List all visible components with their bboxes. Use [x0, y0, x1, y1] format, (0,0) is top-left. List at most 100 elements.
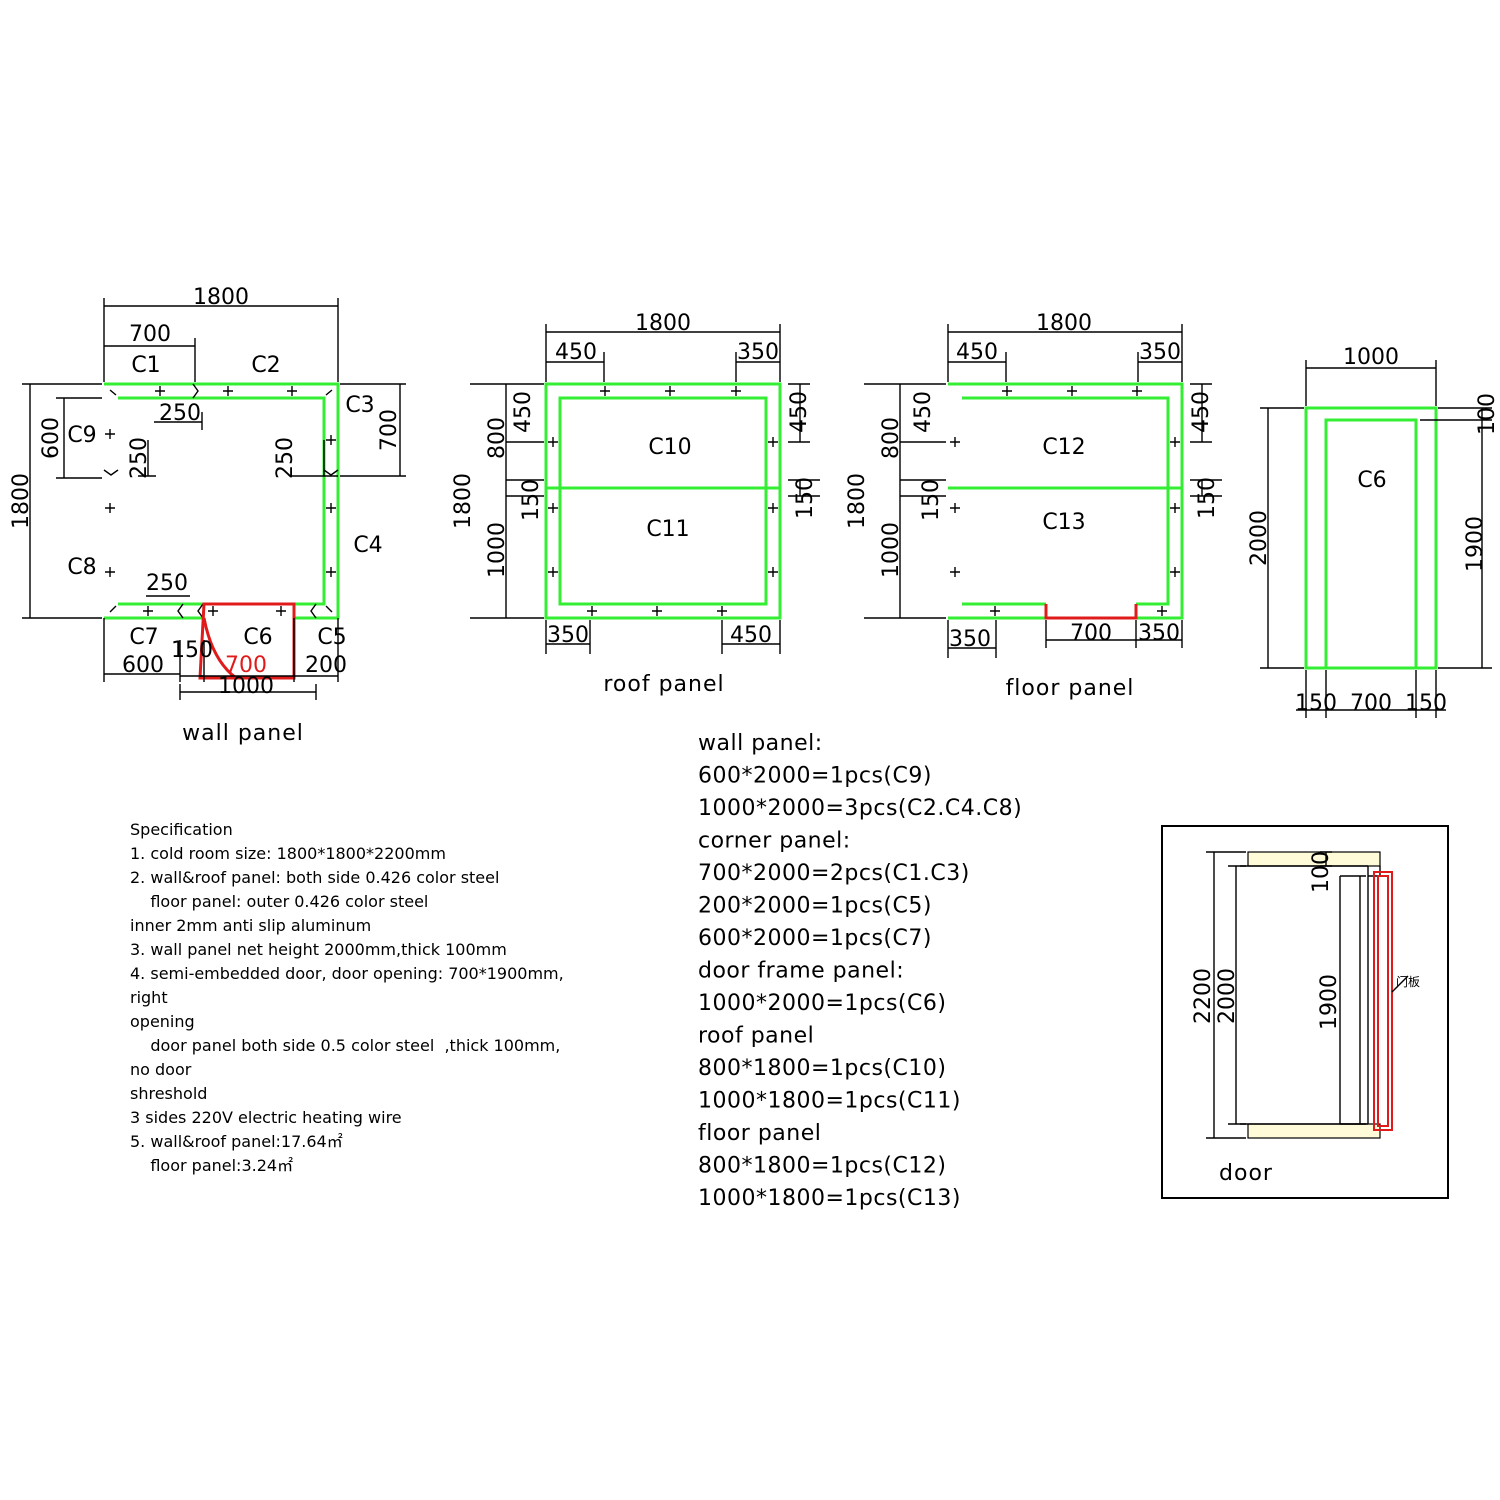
- floor-fasteners: [950, 386, 1180, 616]
- dim-roof-left-150: 150: [519, 479, 544, 521]
- dim-wall-door: 700: [225, 653, 267, 678]
- dim-floor-left-total: 1800: [845, 473, 870, 529]
- floor-door-threshold: [1044, 604, 1138, 620]
- panel-list-line: 1000*2000=3pcs(C2.C4.C8): [698, 796, 1022, 821]
- dim-roof-top-left: 450: [555, 340, 597, 365]
- specification-line: 1. cold room size: 1800*1800*2200mm: [130, 844, 446, 863]
- door-leaf-annotation: 门板: [1396, 974, 1420, 989]
- panel-label-c13: C13: [1042, 510, 1085, 535]
- dim-door-frame-left: 2000: [1247, 510, 1272, 566]
- dim-wall-inner-top: 250: [159, 401, 201, 426]
- dim-door-h-open: 1900: [1317, 974, 1342, 1030]
- panel-list-line: 600*2000=1pcs(C7): [698, 926, 932, 951]
- floor-dimension-lines: [864, 324, 1222, 658]
- door-section-detail: 2200 2000 1900 100 门板 door: [1161, 825, 1449, 1199]
- dim-wall-bottom-150: 150: [171, 638, 213, 663]
- dim-roof-right-150: 150: [793, 477, 818, 519]
- panel-list-line: corner panel:: [698, 829, 851, 854]
- dim-door-h-frame: 2000: [1215, 968, 1240, 1024]
- caption-wall-panel: wall panel: [182, 721, 304, 746]
- dim-roof-left-800: 800: [485, 417, 510, 459]
- door-leaf: [1373, 871, 1393, 1131]
- floor-outline: [948, 382, 1184, 620]
- dim-door-frame-right: 1900: [1463, 516, 1488, 572]
- dim-roof-bottom-right: 450: [730, 623, 772, 648]
- dim-roof-top-right: 350: [737, 340, 779, 365]
- dim-roof-top-total: 1800: [635, 311, 691, 336]
- panel-label-c9: C9: [67, 423, 96, 448]
- dim-floor-top-total: 1800: [1036, 311, 1092, 336]
- dim-door-top: 100: [1309, 851, 1334, 893]
- dim-floor-left-800: 800: [879, 417, 904, 459]
- panel-label-c7: C7: [129, 625, 158, 650]
- panel-label-c10: C10: [648, 435, 691, 460]
- dim-door-frame-right-top: 100: [1475, 393, 1500, 435]
- panel-list-line: 800*1800=1pcs(C10): [698, 1056, 946, 1081]
- dim-floor-right-150: 150: [1195, 477, 1220, 519]
- specification-line: no door: [130, 1060, 192, 1079]
- dim-roof-left-total: 1800: [451, 473, 476, 529]
- panel-label-c6-elevation: C6: [1357, 468, 1386, 493]
- panel-label-c11: C11: [646, 517, 689, 542]
- dim-door-frame-bottom-left: 150: [1295, 691, 1337, 716]
- door-frame-lines: [1240, 865, 1381, 1125]
- caption-door: door: [1219, 1161, 1273, 1186]
- specification-line: 2. wall&roof panel: both side 0.426 colo…: [130, 868, 499, 887]
- door-frame-dimension-lines: [1260, 360, 1492, 718]
- dim-door-frame-top: 1000: [1343, 345, 1399, 370]
- floor-panel-plan: 1800 450 350 1800 450 800 150 1000 450 1…: [845, 311, 1222, 701]
- panel-label-c12: C12: [1042, 435, 1085, 460]
- dim-floor-left-1000: 1000: [879, 522, 904, 578]
- dim-floor-bottom-mid: 700: [1070, 621, 1112, 646]
- door-frame-outline: [1304, 406, 1438, 670]
- dim-door-h-total: 2200: [1191, 968, 1216, 1024]
- specification-line: shreshold: [130, 1084, 207, 1103]
- dim-floor-top-left: 450: [956, 340, 998, 365]
- specification-line: right: [130, 988, 168, 1007]
- caption-roof-panel: roof panel: [603, 672, 724, 697]
- panel-label-c3: C3: [345, 393, 374, 418]
- specification-line: 4. semi-embedded door, door opening: 700…: [130, 964, 564, 983]
- panel-list: wall panel:600*2000=1pcs(C9)1000*2000=3p…: [698, 731, 1022, 1211]
- dim-floor-bottom-right: 350: [1138, 621, 1180, 646]
- roof-inner: [558, 396, 768, 606]
- dim-wall-bottom-c7: 600: [122, 653, 164, 678]
- dim-wall-inner-bottom: 250: [146, 571, 188, 596]
- dim-floor-bottom-left: 350: [949, 627, 991, 652]
- roof-dimension-lines: [470, 324, 820, 654]
- specification-line: inner 2mm anti slip aluminum: [130, 916, 371, 935]
- dim-wall-right-c3: 700: [377, 409, 402, 451]
- door-swing-arc: [202, 617, 237, 680]
- wall-outline: [104, 382, 340, 620]
- panel-label-c5: C5: [317, 625, 346, 650]
- roof-fasteners: [548, 386, 778, 616]
- panel-list-line: 1000*2000=1pcs(C6): [698, 991, 946, 1016]
- panel-list-line: 1000*1800=1pcs(C13): [698, 1186, 961, 1211]
- dim-wall-top-c1: 700: [129, 322, 171, 347]
- panel-list-line: 700*2000=2pcs(C1.C3): [698, 861, 970, 886]
- panel-list-line: 200*2000=1pcs(C5): [698, 894, 932, 919]
- specification-line: floor panel: outer 0.426 color steel: [130, 892, 428, 911]
- panel-label-c2: C2: [251, 353, 280, 378]
- dim-floor-left-150: 150: [919, 479, 944, 521]
- specification-line: 3 sides 220V electric heating wire: [130, 1108, 402, 1127]
- dim-door-frame-bottom-mid: 700: [1350, 691, 1392, 716]
- specification-line: floor panel:3.24㎡: [130, 1156, 293, 1175]
- dim-floor-left-450: 450: [911, 391, 936, 433]
- panel-list-line: 600*2000=1pcs(C9): [698, 764, 932, 789]
- panel-label-c8: C8: [67, 555, 96, 580]
- door-detail-frame: [1161, 825, 1449, 1199]
- specification-line: 3. wall panel net height 2000mm,thick 10…: [130, 940, 507, 959]
- panel-joint-marks: [103, 383, 339, 619]
- dim-wall-inner-right: 250: [273, 437, 298, 479]
- caption-floor-panel: floor panel: [1006, 676, 1135, 701]
- dim-floor-top-right: 350: [1139, 340, 1181, 365]
- floor-inner: [962, 396, 1170, 606]
- dim-roof-bottom-left: 350: [547, 623, 589, 648]
- roof-panel-plan: 1800 450 350 1800 450 800 150 1000 450 1…: [451, 311, 820, 697]
- dim-wall-inner-left: 250: [127, 437, 152, 479]
- dim-roof-right-450: 450: [787, 391, 812, 433]
